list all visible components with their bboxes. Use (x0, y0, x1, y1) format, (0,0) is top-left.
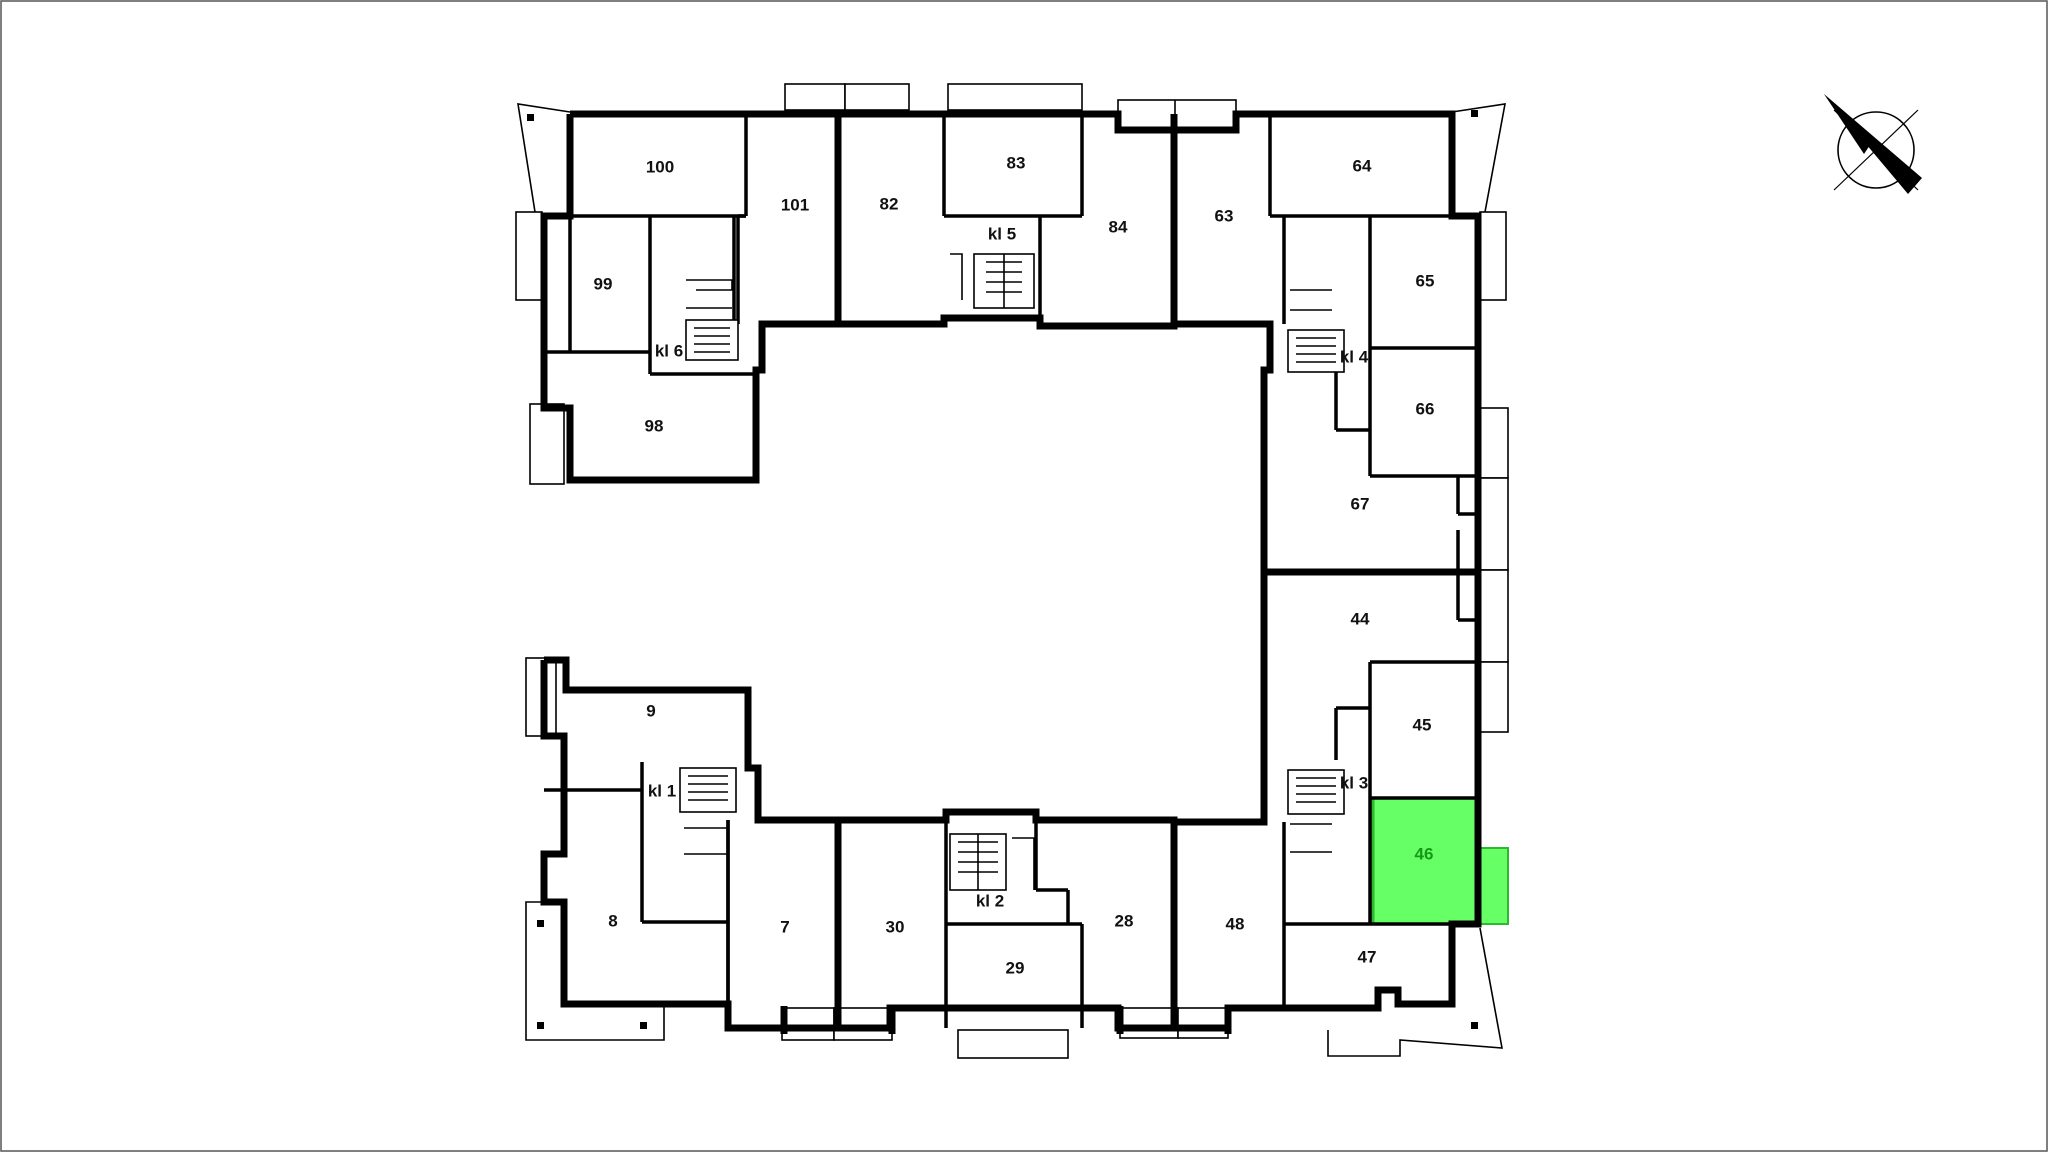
stair-kl5 (950, 253, 1035, 309)
unit-30-label[interactable]: 30 (886, 917, 905, 936)
unit-101-label[interactable]: 101 (781, 195, 809, 214)
unit-44-label[interactable]: 44 (1351, 609, 1370, 628)
unit-99-label[interactable]: 99 (594, 274, 613, 293)
stairwell-kl4-label: kl 4 (1340, 347, 1369, 366)
outer-walls (540, 110, 1482, 1032)
stair-kl2 (949, 833, 1035, 891)
balconies (515, 83, 1509, 1059)
stairwell-kl3-label: kl 3 (1340, 773, 1368, 792)
unit-65-label[interactable]: 65 (1416, 271, 1435, 290)
interior-walls (544, 114, 1480, 1034)
unit-66-label[interactable]: 66 (1416, 399, 1435, 418)
unit-8-label[interactable]: 8 (608, 911, 617, 930)
terrace-markers (527, 110, 1478, 1029)
unit-46-highlight[interactable] (1371, 796, 1509, 926)
unit-47-label[interactable]: 47 (1358, 947, 1377, 966)
unit-100-label[interactable]: 100 (646, 157, 674, 176)
stair-kl6 (685, 279, 739, 361)
unit-28-label[interactable]: 28 (1115, 911, 1134, 930)
stairwell-kl6-label: kl 6 (655, 341, 683, 360)
unit-46-label[interactable]: 46 (1415, 844, 1434, 863)
stairwell-kl1-label: kl 1 (648, 781, 676, 800)
unit-9-label[interactable]: 9 (646, 701, 655, 720)
unit-63-label[interactable]: 63 (1215, 206, 1234, 225)
stairs (679, 253, 1345, 891)
unit-45-label[interactable]: 45 (1413, 715, 1432, 734)
unit-labels: 100 101 82 83 84 63 64 65 66 67 44 45 46… (594, 153, 1435, 977)
unit-48-label[interactable]: 48 (1226, 914, 1245, 933)
unit-29-label[interactable]: 29 (1006, 958, 1025, 977)
stair-kl3 (1287, 769, 1345, 853)
stair-kl1 (679, 767, 737, 855)
unit-7-label[interactable]: 7 (780, 917, 789, 936)
unit-67-label[interactable]: 67 (1351, 494, 1370, 513)
stairwell-labels: kl 1 kl 2 kl 3 kl 4 kl 5 kl 6 (648, 224, 1369, 910)
stairwell-kl2-label: kl 2 (976, 891, 1004, 910)
north-arrow-icon (1824, 94, 1922, 194)
unit-98-label[interactable]: 98 (645, 416, 664, 435)
stair-kl4 (1287, 289, 1345, 373)
unit-64-label[interactable]: 64 (1353, 156, 1372, 175)
stairwell-kl5-label: kl 5 (988, 224, 1016, 243)
unit-83-label[interactable]: 83 (1007, 153, 1026, 172)
unit-82-label[interactable]: 82 (880, 194, 899, 213)
unit-84-label[interactable]: 84 (1109, 217, 1128, 236)
